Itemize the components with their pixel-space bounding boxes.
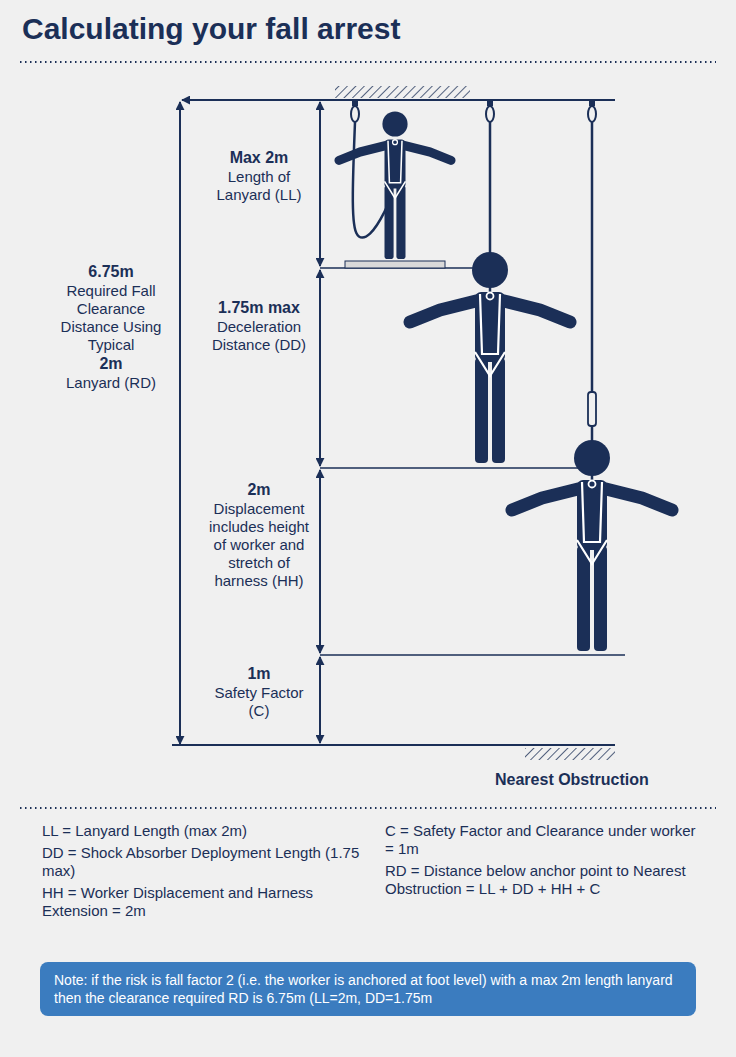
dimension-value: 2m xyxy=(50,354,172,374)
dimension-label: Lanyard (RD) xyxy=(50,374,172,392)
level-line xyxy=(320,654,625,656)
dimension-value: 1.75m max xyxy=(204,298,314,318)
dotted-rule xyxy=(20,61,716,63)
dimension-value: Max 2m xyxy=(204,148,314,168)
definition-text: HH = Worker Displacement and Harness Ext… xyxy=(42,884,367,920)
level-line xyxy=(320,467,605,469)
dimension-value: 1m xyxy=(204,664,314,684)
dimension-arrow xyxy=(319,270,321,466)
definition-text: LL = Lanyard Length (max 2m) xyxy=(42,822,367,840)
dimension-label: Displacement includes height of worker a… xyxy=(204,500,314,590)
note-text: Note: if the risk is fall factor 2 (i.e.… xyxy=(54,971,682,1007)
dimension-arrow xyxy=(319,102,321,266)
worker-figure xyxy=(339,111,451,259)
lanyard xyxy=(591,122,594,486)
carabiner xyxy=(486,106,494,122)
label-group: 1.75m maxDeceleration Distance (DD) xyxy=(204,298,314,354)
dimension-label: Safety Factor (C) xyxy=(204,684,314,720)
title: Calculating your fall arrest xyxy=(22,12,400,46)
carabiner xyxy=(351,106,359,122)
definition-text: C = Safety Factor and Clearance under wo… xyxy=(385,822,705,858)
dimension-arrow xyxy=(179,102,181,744)
label-group: 6.75mRequired Fall Clearance Distance Us… xyxy=(50,262,172,392)
label-group: Max 2mLength of Lanyard (LL) xyxy=(204,148,314,204)
label-group: C = Safety Factor and Clearance under wo… xyxy=(385,822,705,902)
dimension-value: 2m xyxy=(204,480,314,500)
ceiling-line xyxy=(182,99,615,101)
ceiling-hatch xyxy=(335,86,470,98)
shock-absorber xyxy=(588,392,596,426)
worker-figure xyxy=(410,252,570,463)
dimension-arrow xyxy=(319,470,321,653)
definition-text: RD = Distance below anchor point to Near… xyxy=(385,862,705,898)
ground-line xyxy=(172,744,615,746)
dimension-label: Deceleration Distance (DD) xyxy=(204,318,314,354)
platform xyxy=(345,261,445,268)
dimension-value: Nearest Obstruction xyxy=(495,770,705,790)
label-group: Nearest Obstruction xyxy=(495,770,705,790)
note-panel: Note: if the risk is fall factor 2 (i.e.… xyxy=(40,962,696,1016)
dotted-rule xyxy=(20,807,716,809)
label-group: 2mDisplacement includes height of worker… xyxy=(204,480,314,590)
carabiner xyxy=(588,106,596,122)
definition-text: DD = Shock Absorber Deployment Length (1… xyxy=(42,844,367,880)
dimension-label: Length of Lanyard (LL) xyxy=(204,168,314,204)
dimension-arrow xyxy=(319,657,321,743)
worker-figure xyxy=(512,440,672,651)
dimension-value: 6.75m xyxy=(50,262,172,282)
label-group: LL = Lanyard Length (max 2m) DD = Shock A… xyxy=(42,822,367,924)
obstruction-hatch xyxy=(525,748,615,760)
label-group: 1mSafety Factor (C) xyxy=(204,664,314,720)
dimension-label: Required Fall Clearance Distance Using T… xyxy=(50,282,172,354)
